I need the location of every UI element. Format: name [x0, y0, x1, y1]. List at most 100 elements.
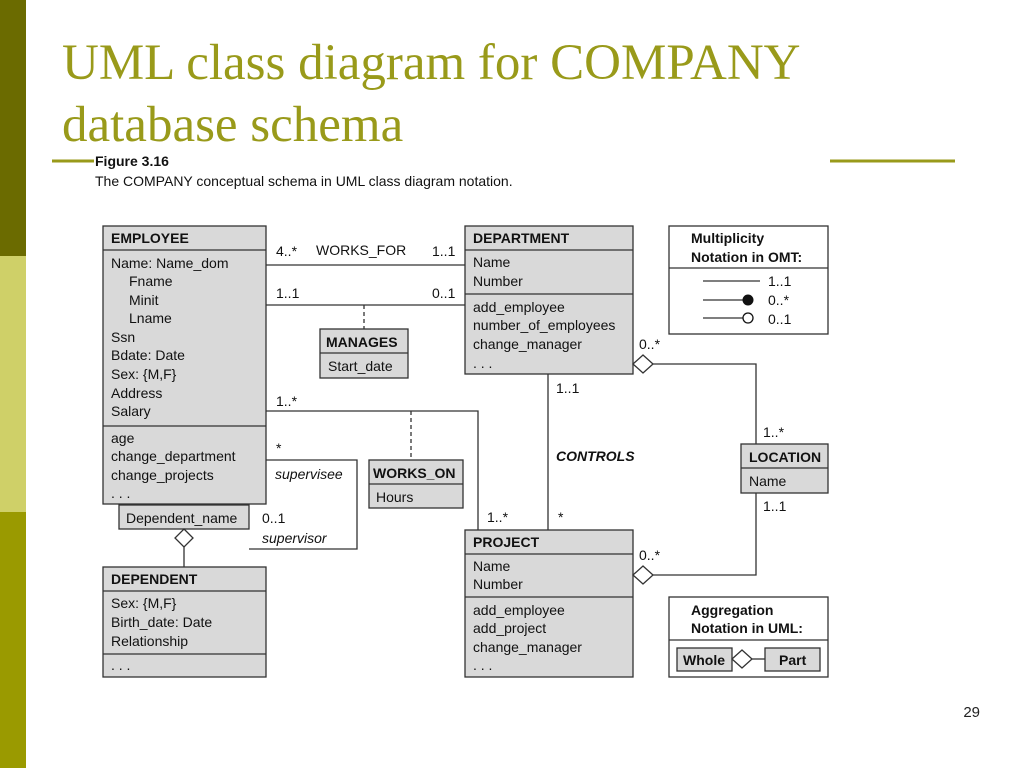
multiplicity-label: 0..1 — [262, 510, 286, 526]
multiplicity-label: 1..1 — [276, 285, 300, 301]
class-attribute: Birth_date: Date — [111, 614, 212, 630]
association-name: WORKS_FOR — [316, 242, 406, 258]
page-number: 29 — [963, 704, 980, 721]
class-dependent: DEPENDENT Sex: {M,F} Birth_date: Date Re… — [102, 566, 267, 678]
multiplicity-label: 4..* — [276, 243, 298, 259]
multiplicity-label: * — [558, 509, 564, 525]
class-name: MANAGES — [326, 334, 398, 350]
association-works-for: 4..* WORKS_FOR 1..1 — [266, 242, 465, 266]
class-name: PROJECT — [473, 534, 540, 550]
class-location: LOCATION Name — [740, 443, 829, 494]
legend-title: Notation in UML: — [691, 620, 803, 636]
class-attribute: Bdate: Date — [111, 347, 185, 363]
class-attribute: Sex: {M,F} — [111, 366, 177, 382]
class-operation: add_project — [473, 620, 546, 636]
class-operation: add_employee — [473, 602, 565, 618]
legend-item: 0..1 — [768, 311, 792, 327]
class-attribute: Address — [111, 385, 162, 401]
sidebar-band-mid — [0, 512, 26, 768]
multiplicity-label: 1..1 — [556, 380, 580, 396]
slide-sidebar — [0, 0, 26, 768]
class-attribute: Name — [749, 473, 787, 489]
association-works-on: 1..* 1..* — [266, 393, 509, 530]
multiplicity-label: * — [276, 440, 282, 456]
legend-whole-label: Whole — [683, 652, 725, 668]
qualifier-label: Dependent_name — [126, 510, 238, 526]
class-department: DEPARTMENT Name Number add_employee numb… — [464, 225, 634, 375]
class-attribute: Hours — [376, 489, 413, 505]
qualifier-dependent-name: Dependent_name — [118, 504, 250, 530]
association-controls: 1..1 CONTROLS * — [547, 374, 635, 530]
multiplicity-label: 1..* — [487, 509, 509, 525]
association-name: CONTROLS — [556, 448, 635, 464]
multiplicity-label: 1..* — [763, 424, 785, 440]
multiplicity-label: 1..* — [276, 393, 298, 409]
sidebar-band-dark — [0, 0, 26, 256]
legend-part-label: Part — [779, 652, 807, 668]
slide-title: UML class diagram for COMPANY database s… — [62, 32, 842, 156]
class-works-on: WORKS_ON Hours — [368, 459, 464, 509]
class-operation: add_employee — [473, 299, 565, 315]
class-manages: MANAGES Start_date — [319, 328, 409, 379]
legend-item: 1..1 — [768, 273, 792, 289]
slide-title-line2: database schema — [62, 97, 404, 153]
aggregation-diamond-project — [632, 565, 654, 585]
class-attribute: Name — [473, 558, 511, 574]
multiplicity-label: 0..1 — [432, 285, 456, 301]
legend-omt: Multiplicity Notation in OMT: 1..1 0..* … — [668, 225, 829, 335]
class-operation: . . . — [111, 657, 130, 673]
multiplicity-label: 0..* — [639, 336, 661, 352]
class-name: WORKS_ON — [373, 465, 455, 481]
class-name: EMPLOYEE — [111, 230, 189, 246]
class-employee: EMPLOYEE Name: Name_dom Fname Minit Lnam… — [102, 225, 267, 505]
association-supervision: * supervisee 0..1 supervisor — [249, 440, 358, 550]
association-manages: 1..1 0..1 — [266, 285, 465, 329]
filled-dot-icon — [742, 294, 754, 306]
role-label: supervisor — [262, 530, 328, 546]
class-attribute: Lname — [129, 310, 172, 326]
class-project: PROJECT Name Number add_employee add_pro… — [464, 529, 634, 678]
legend-title: Aggregation — [691, 602, 773, 618]
slide-title-line1: UML class diagram for COMPANY — [62, 35, 801, 91]
sidebar-band-light — [0, 256, 26, 512]
figure-caption: The COMPANY conceptual schema in UML cla… — [95, 173, 513, 189]
class-attribute: Start_date — [328, 358, 393, 374]
class-attribute: Relationship — [111, 633, 188, 649]
class-name: LOCATION — [749, 449, 821, 465]
class-operation: change_projects — [111, 467, 214, 483]
class-operation: . . . — [111, 485, 130, 501]
class-name: DEPENDENT — [111, 571, 198, 587]
class-attribute: Fname — [129, 273, 173, 289]
class-operation: . . . — [473, 657, 492, 673]
association-dept-location: 0..* 1..* — [632, 336, 785, 444]
role-label: supervisee — [275, 466, 343, 482]
legend-title: Notation in OMT: — [691, 249, 802, 265]
class-operation: number_of_employees — [473, 317, 615, 333]
multiplicity-label: 1..1 — [432, 243, 456, 259]
class-operation: . . . — [473, 355, 492, 371]
legend-title: Multiplicity — [691, 230, 764, 246]
legend-item: 0..* — [768, 292, 790, 308]
class-attribute: Number — [473, 576, 523, 592]
multiplicity-label: 1..1 — [763, 498, 787, 514]
class-operation: age — [111, 430, 135, 446]
class-name: DEPARTMENT — [473, 230, 570, 246]
hollow-dot-icon — [742, 312, 754, 324]
class-operation: change_manager — [473, 639, 582, 655]
class-attribute: Name — [473, 254, 511, 270]
class-attribute: Salary — [111, 403, 151, 419]
legend-aggregation: Aggregation Notation in UML: Whole Part — [668, 596, 829, 678]
class-attribute: Ssn — [111, 329, 135, 345]
class-attribute: Number — [473, 273, 523, 289]
class-operation: change_manager — [473, 336, 582, 352]
class-operation: change_department — [111, 448, 236, 464]
class-attribute: Name: Name_dom — [111, 255, 229, 271]
class-attribute: Minit — [129, 292, 159, 308]
class-attribute: Sex: {M,F} — [111, 595, 177, 611]
figure-label: Figure 3.16 — [95, 153, 169, 169]
multiplicity-label: 0..* — [639, 547, 661, 563]
aggregation-diamond-employee — [174, 528, 194, 548]
association-proj-location: 0..* 1..1 — [632, 493, 787, 585]
aggregation-diamond-department — [632, 354, 654, 374]
